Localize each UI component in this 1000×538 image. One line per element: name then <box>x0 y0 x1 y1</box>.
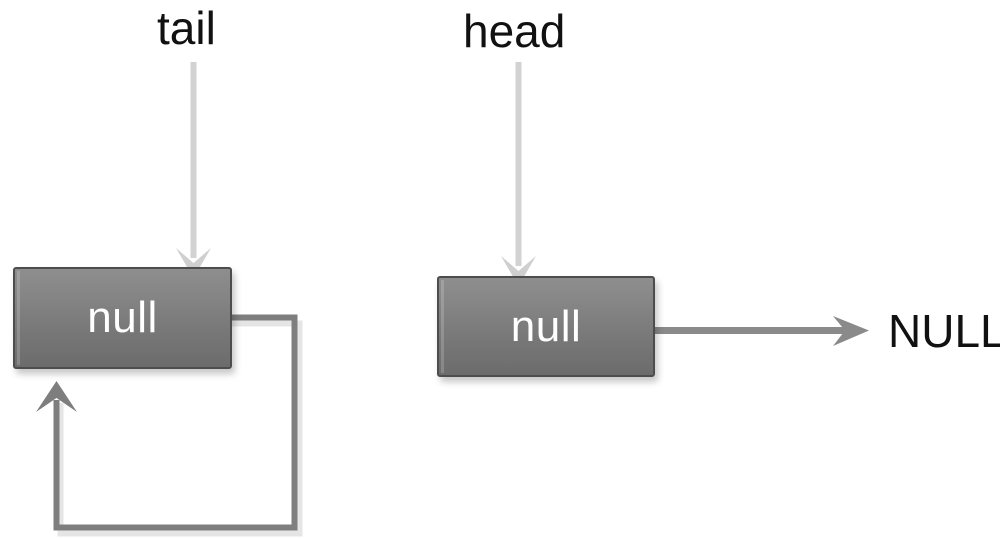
head-pointer-label: head <box>463 5 566 57</box>
head-node-value: null <box>510 301 582 351</box>
null-terminator-label: NULL <box>888 305 1000 357</box>
tail-pointer-arrow <box>176 62 211 278</box>
tail-node-value: null <box>87 293 158 342</box>
null-terminator-link <box>652 316 869 346</box>
tail-pointer-label: tail <box>157 2 216 54</box>
self-loop-link <box>36 314 303 537</box>
head-pointer-arrow <box>501 62 536 286</box>
tail-node[interactable]: null <box>13 267 232 369</box>
head-node[interactable]: null <box>437 276 655 377</box>
